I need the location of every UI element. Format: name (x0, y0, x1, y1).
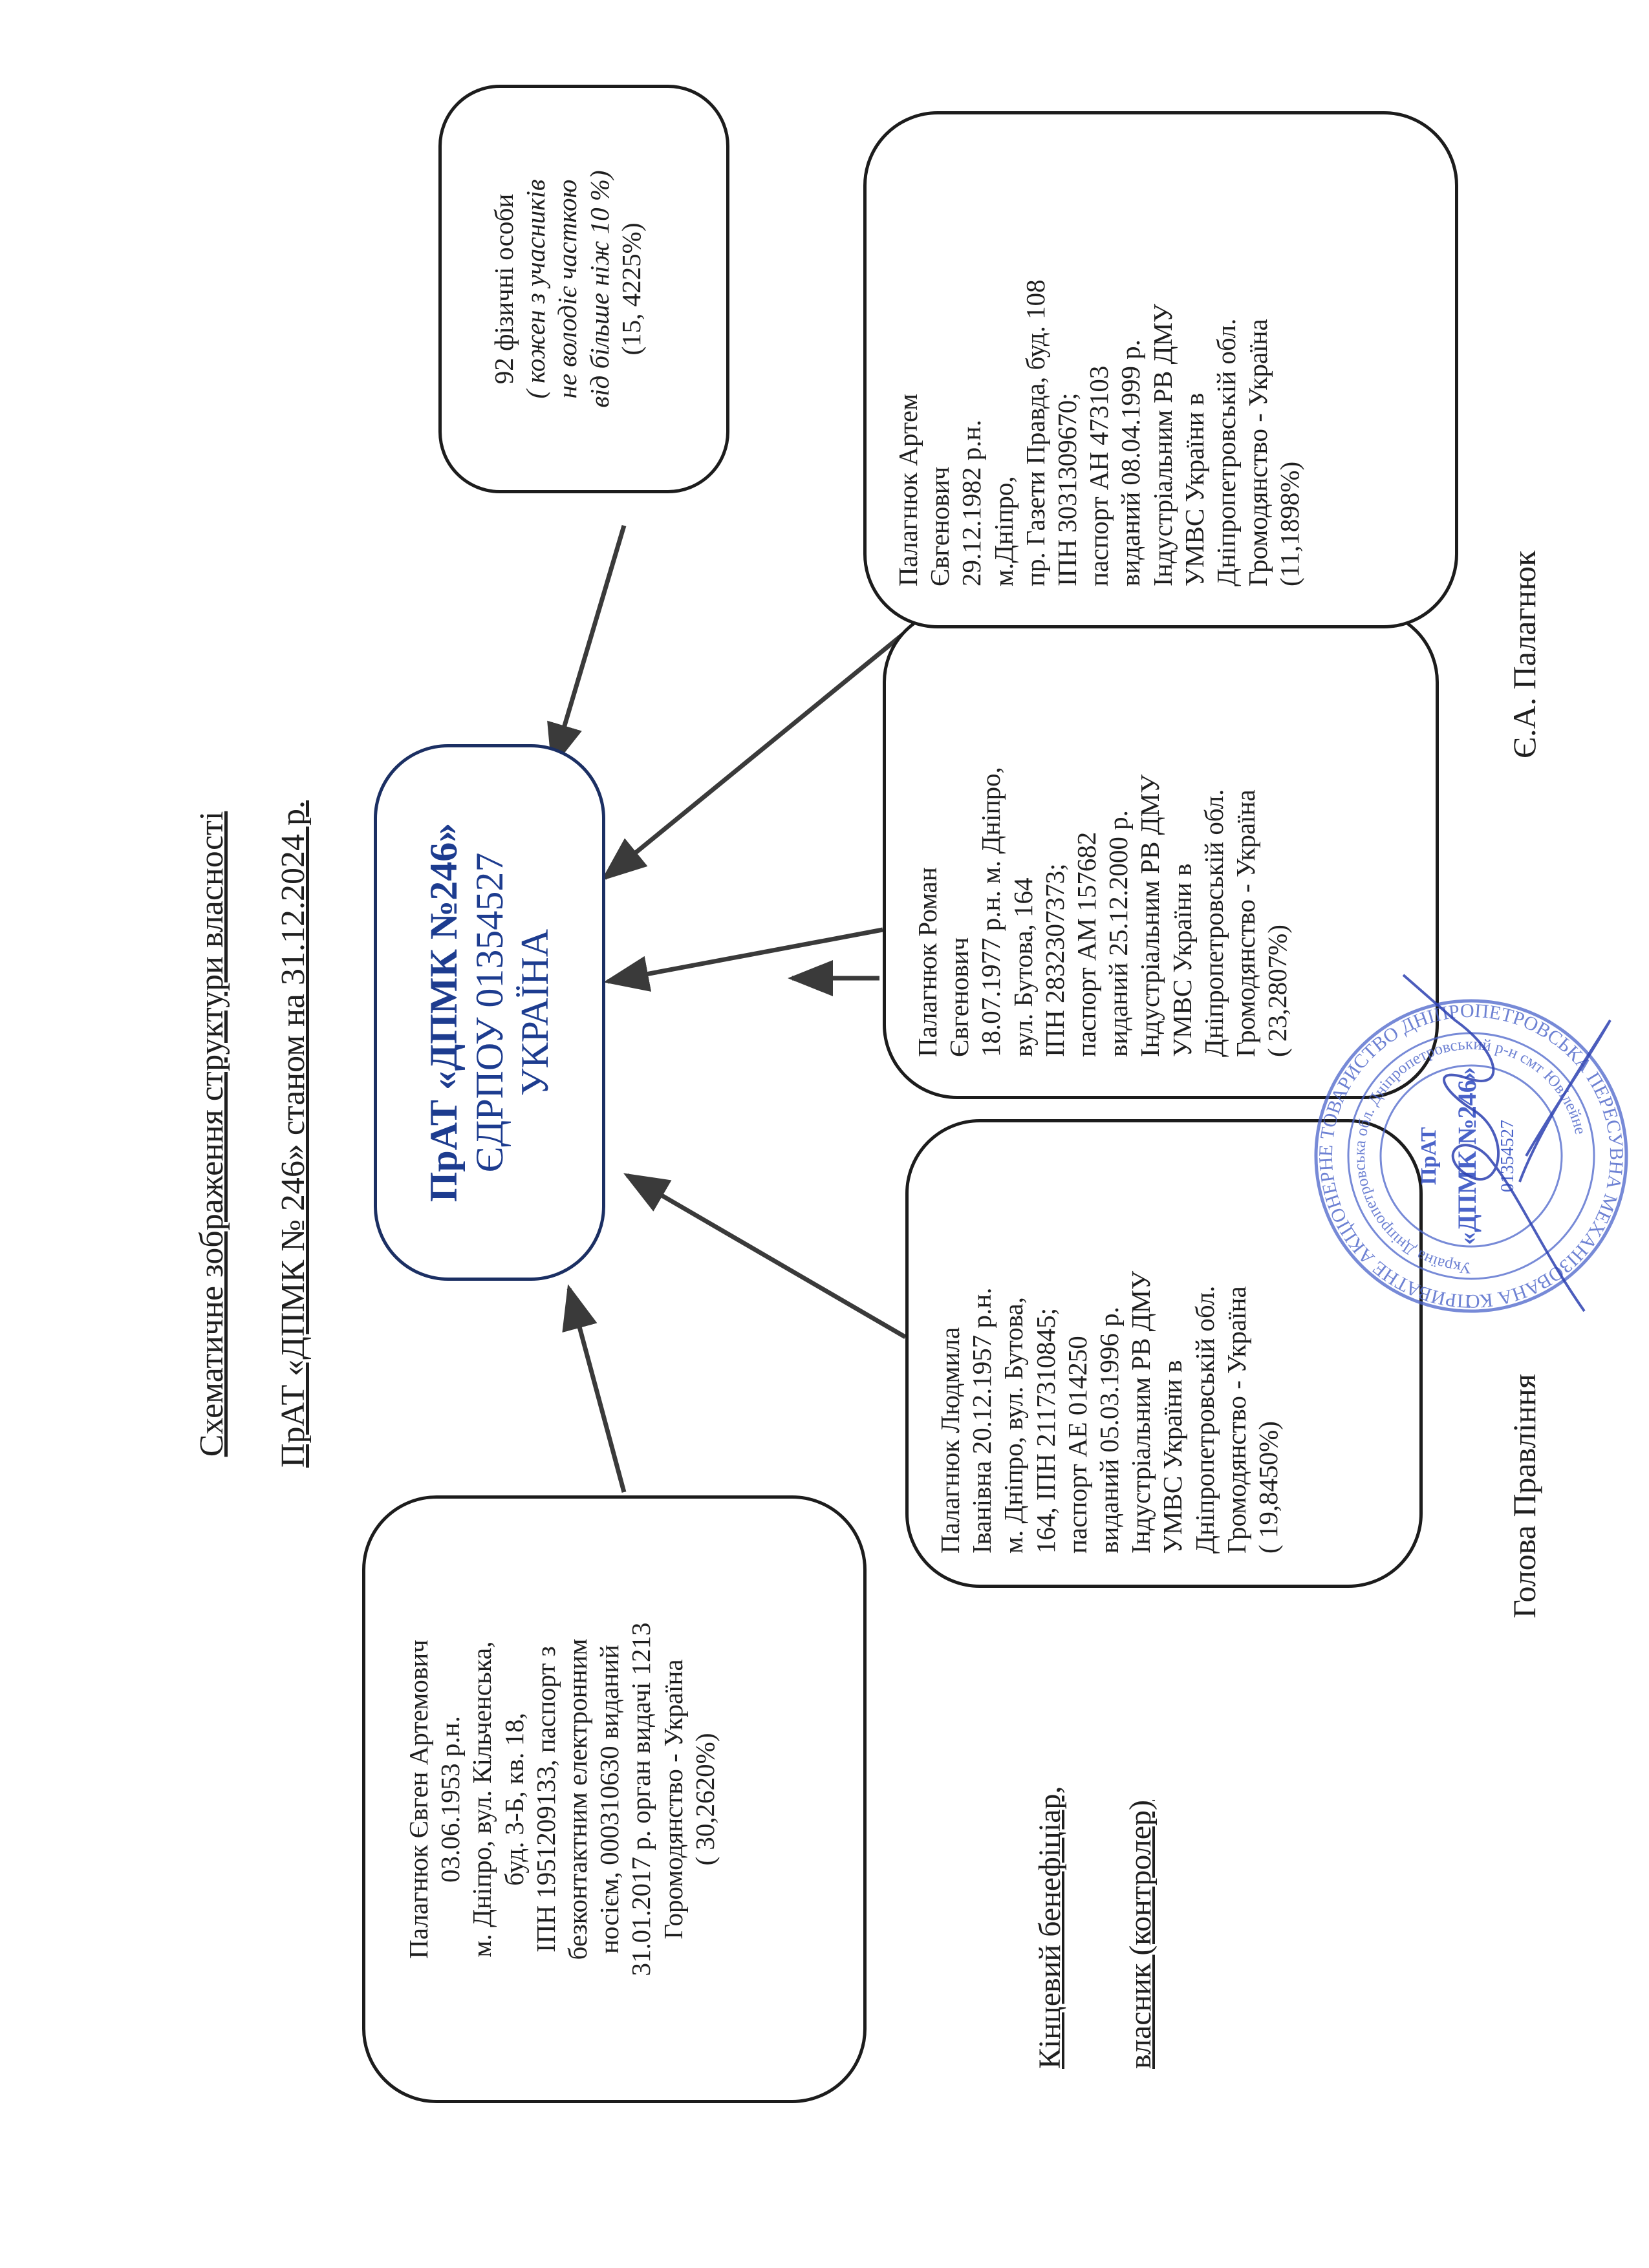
owner-line: Дніпропетровській обл. (1198, 789, 1229, 1057)
owner-text-roman: Палагнюк Роман Євгенович 18.07.1977 р.н.… (886, 611, 1293, 1096)
owner-line: паспорт АЕ 014250 (1062, 1336, 1092, 1554)
seal-center-top: ПрАТ (1417, 1127, 1441, 1185)
owner-line: Палагнюк Роман (912, 867, 942, 1057)
owner-line: ІПН 1951209133, паспорт з (530, 1646, 561, 1952)
signature-position: Голова Правління (1506, 1373, 1542, 1618)
owner-line: м.Дніпро, (988, 476, 1018, 586)
owner-line: вул. Бутова, 164 (1008, 877, 1038, 1057)
arrow-individuals-to-company (547, 525, 627, 769)
owner-line: Горомодянство - Україна (658, 1659, 688, 1940)
owner-line: УМВС України в (1158, 1360, 1188, 1554)
individuals-text: 92 фізичні особи ( кожен з учасників не … (442, 88, 647, 490)
owner-line: ( 19,8450%) (1253, 1421, 1283, 1554)
individuals-box: 92 фізичні особи ( кожен з учасників не … (438, 85, 729, 493)
owner-line: м. Дніпро, вул. Кільченська, (467, 1641, 497, 1958)
owner-line: (11,1898%) (1275, 461, 1305, 586)
owner-line: буд. 3-Б, кв. 18, (499, 1713, 529, 1886)
owner-line: носієм, 000310630 виданий (594, 1644, 625, 1954)
owner-line: ( 23,2807%) (1262, 925, 1293, 1057)
handwritten-signature (1402, 974, 1611, 1312)
owner-line: 18.07.1977 р.н. м. Дніпро, (976, 767, 1006, 1057)
individuals-note-line: ( кожен з учасників (521, 179, 551, 399)
owner-line: Палагнюк Євген Артемович (404, 1640, 433, 1959)
owner-box-artem: Палагнюк Артем Євгенович 29.12.1982 р.н.… (863, 111, 1458, 628)
owner-line: УМВС України в (1179, 392, 1209, 586)
owner-line: безконтактним електронним (562, 1638, 592, 1960)
arrow-roman-to-company (603, 927, 883, 992)
individuals-share: (15, 4225%) (616, 222, 646, 356)
company-seal: ПРИВАТНЕ АКЦІОНЕРНЕ ТОВАРИСТВО ДНІПРОПЕТ… (1306, 974, 1628, 1324)
owner-line: 164, ІПН 2117310845; (1030, 1308, 1061, 1554)
owner-line: м. Дніпро, вул. Бутова, (998, 1297, 1029, 1554)
owner-box-yevhen: Палагнюк Євген Артемович 03.06.1953 р.н.… (362, 1495, 867, 2103)
owner-text-yevhen: Палагнюк Євген Артемович 03.06.1953 р.н.… (365, 1499, 721, 2100)
owner-line: Євгенович (925, 466, 955, 586)
arrow-yevhen-to-company (562, 1284, 627, 1493)
owner-line: ІПН 2832307373; (1039, 863, 1070, 1057)
owner-line: Громодянство - Україна (1221, 1286, 1251, 1554)
owner-line: виданий 05.03.1996 р. (1094, 1307, 1124, 1554)
owner-line: виданий 25.12.2000 р. (1103, 810, 1134, 1057)
owner-line: 03.06.1953 р.н. (435, 1716, 466, 1883)
company-name: ПрАТ «ДПМК №246» (422, 822, 465, 1203)
arrow-artem-to-company (601, 628, 911, 881)
owner-line: Громодянство - Україна (1230, 789, 1260, 1057)
owner-line: ( 30,2620%) (689, 1733, 720, 1866)
arrow-liudmyla-to-company (623, 1173, 907, 1340)
owner-line: Індустріальним РВ ДМУ (1147, 303, 1178, 586)
owner-line: УМВС України в (1167, 863, 1197, 1057)
owner-line: паспорт АМ 157682 (1071, 831, 1101, 1057)
company-box: ПрАТ «ДПМК №246» ЄДРПОУ 01354527 УКРАЇНА (374, 744, 605, 1281)
owner-line: ІПН 3031309670; (1051, 392, 1082, 586)
company-country: УКРАЇНА (513, 928, 557, 1097)
owner-line: Індустріальним РВ ДМУ (1126, 1270, 1156, 1554)
owner-text-artem: Палагнюк Артем Євгенович 29.12.1982 р.н.… (867, 114, 1306, 625)
seal-code: 01354527 (1498, 1120, 1518, 1192)
owner-line: Дніпропетровській обл. (1189, 1285, 1220, 1554)
owner-line: паспорт АН 473103 (1084, 365, 1114, 586)
owner-line: Палагнюк Артем (893, 393, 923, 586)
signature-name: Є.А. Палагнюк (1506, 550, 1542, 758)
individuals-note-line: від більше ніж 10 %) (584, 170, 614, 408)
owner-line: Громодянство - Україна (1243, 319, 1273, 586)
owner-line: виданий 08.04.1999 р. (1116, 339, 1146, 586)
owner-line: пр. Газети Правда, буд. 108 (1020, 279, 1050, 586)
owner-line: Іванівна 20.12.1957 р.н. (967, 1287, 997, 1554)
owner-line: 29.12.1982 р.н. (956, 420, 987, 586)
owner-line: Євгенович (944, 937, 975, 1057)
company-edrpou: ЄДРПОУ 01354527 (468, 852, 511, 1173)
owner-line: Дніпропетровській обл. (1211, 318, 1241, 586)
individuals-note-line: не володіє часткою (552, 179, 583, 399)
owner-line: Індустріальним РВ ДМУ (1135, 774, 1165, 1057)
beneficiary-label-line-2: власник (контролер) (1123, 1799, 1158, 2069)
seal-center-main: «ДПМК №246» (1452, 1067, 1482, 1245)
owner-line: Палагнюк Людмила (935, 1327, 965, 1554)
owner-text-liudmyla: Палагнюк Людмила Іванівна 20.12.1957 р.н… (909, 1122, 1284, 1585)
owner-line: 31.01.2017 р. орган видачі 1213 (626, 1622, 656, 1976)
beneficiary-label-line-1: Кінцевий бенефіціар, (1033, 1786, 1067, 2069)
individuals-title: 92 фізичні особи (489, 193, 519, 385)
